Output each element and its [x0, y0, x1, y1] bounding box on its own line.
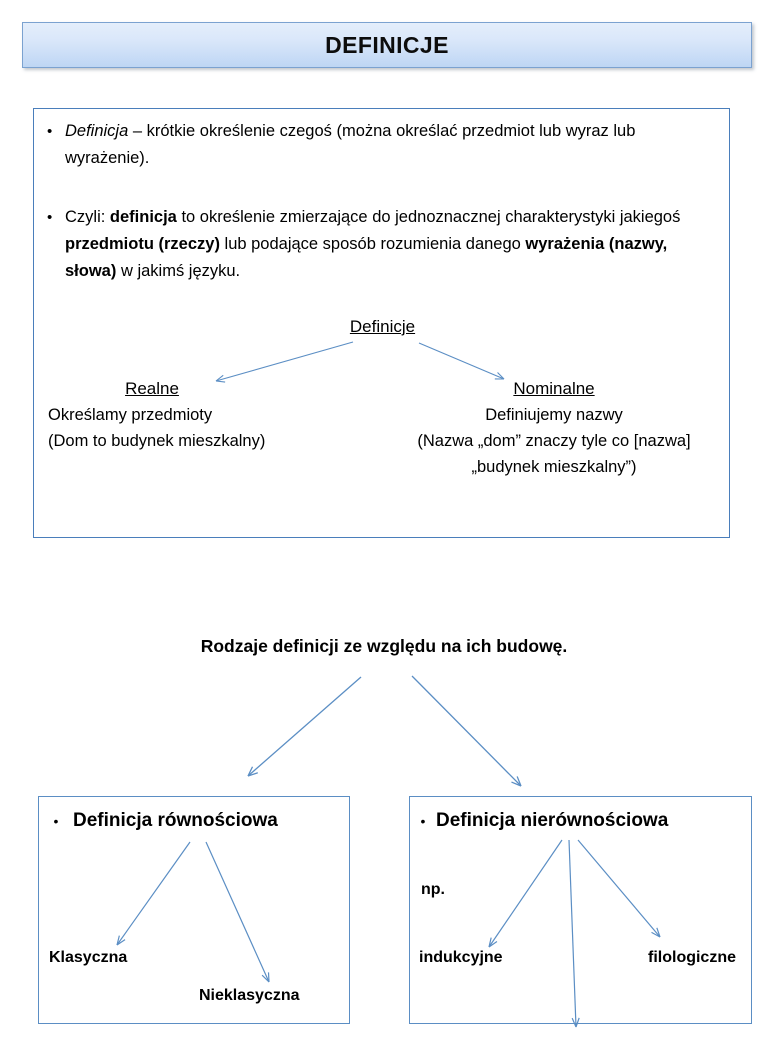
- bullet-2-bold-1: definicja: [109, 208, 177, 226]
- box-nierownosciowa-heading: • Definicja nierównościowa: [410, 797, 751, 832]
- branch-realne-line-1: Określamy przedmioty: [48, 406, 213, 424]
- leaf-nieklasyczna: Nieklasyczna: [199, 987, 300, 1004]
- bullet-2-part-3: lub podające sposób rozumienia danego: [219, 235, 526, 253]
- branch-title-nominalne: Nominalne: [513, 379, 595, 398]
- bullet-item-czyli: • Czyli: definicja to określenie zmierza…: [39, 204, 725, 285]
- branch-nominalne-line-2: (Nazwa „dom” znaczy tyle co [nazwa] „bud…: [417, 432, 691, 476]
- box-rownosciowa-title: Definicja równościowa: [73, 810, 278, 831]
- bullet-1-rest: – krótkie określenie czegoś (można okreś…: [65, 122, 636, 167]
- bullet-marker-icon: •: [47, 209, 53, 226]
- bullet-marker-icon: •: [47, 123, 53, 140]
- arrow-to-filologiczne: [577, 839, 661, 938]
- arrow-to-third-leaf: [568, 839, 580, 1028]
- tree-root-definicje: Definicje: [349, 317, 416, 336]
- branch-nominalne-line-1: Definiujemy nazwy: [485, 406, 623, 424]
- box-rownosciowa-heading: • Definicja równościowa: [39, 797, 349, 832]
- bullet-2-part-4: w jakimś języku.: [116, 262, 241, 280]
- tree-branch-nominalne: Nominalne Definiujemy nazwy (Nazwa „dom”…: [384, 379, 724, 480]
- bullet-2-bold-2: przedmiotu (rzeczy): [65, 235, 220, 253]
- definition-panel: • Definicja – krótkie określenie czegoś …: [33, 108, 730, 538]
- tree-branch-realne: Realne Określamy przedmioty (Dom to budy…: [42, 379, 372, 454]
- arrow-to-rownosciowa: [247, 676, 362, 777]
- bullet-item-definicja: • Definicja – krótkie określenie czegoś …: [39, 118, 725, 172]
- box-nierownosciowa-title: Definicja nierównościowa: [436, 810, 669, 831]
- branch-title-realne: Realne: [125, 379, 179, 398]
- box-definicja-nierownosciowa: • Definicja nierównościowa np. indukcyjn…: [409, 796, 752, 1028]
- slide-title-banner: DEFINICJE: [22, 22, 752, 68]
- arrow-to-nierownosciowa: [411, 675, 522, 787]
- bullet-marker-icon: •: [420, 813, 426, 829]
- section-heading-rodzaje-definicji: Rodzaje definicji ze względu na ich budo…: [200, 636, 568, 656]
- leaf-filologiczne: filologiczne: [648, 949, 736, 966]
- nierownosciowa-arrows: [488, 839, 661, 1028]
- arrow-to-realne: [215, 341, 354, 383]
- bullet-2-bold-3: wyrażenia (nazwy, słowa): [65, 235, 668, 280]
- bullet-2-part-1: Czyli:: [65, 208, 110, 226]
- term-definicja: Definicja: [65, 122, 129, 140]
- label-np: np.: [421, 881, 445, 898]
- bullet-item-definicja-text: Definicja – krótkie określenie czegoś (m…: [65, 118, 725, 172]
- bullet-marker-icon: •: [53, 813, 59, 829]
- bullet-item-czyli-text: Czyli: definicja to określenie zmierzają…: [65, 204, 725, 285]
- box-definicja-rownosciowa: • Definicja równościowa Klasyczna Niekla…: [38, 796, 350, 1024]
- arrow-to-nominalne: [418, 342, 505, 380]
- arrow-to-indukcyjne: [488, 839, 563, 948]
- arrow-to-klasyczna: [116, 841, 191, 946]
- page-title: DEFINICJE: [325, 31, 449, 58]
- leaf-indukcyjne: indukcyjne: [419, 949, 503, 966]
- bullet-2-part-2: to określenie zmierzające do jednoznaczn…: [176, 208, 681, 226]
- arrow-to-nieklasyczna: [205, 841, 270, 983]
- branch-realne-line-2: (Dom to budynek mieszkalny): [48, 432, 266, 450]
- leaf-klasyczna: Klasyczna: [49, 949, 128, 966]
